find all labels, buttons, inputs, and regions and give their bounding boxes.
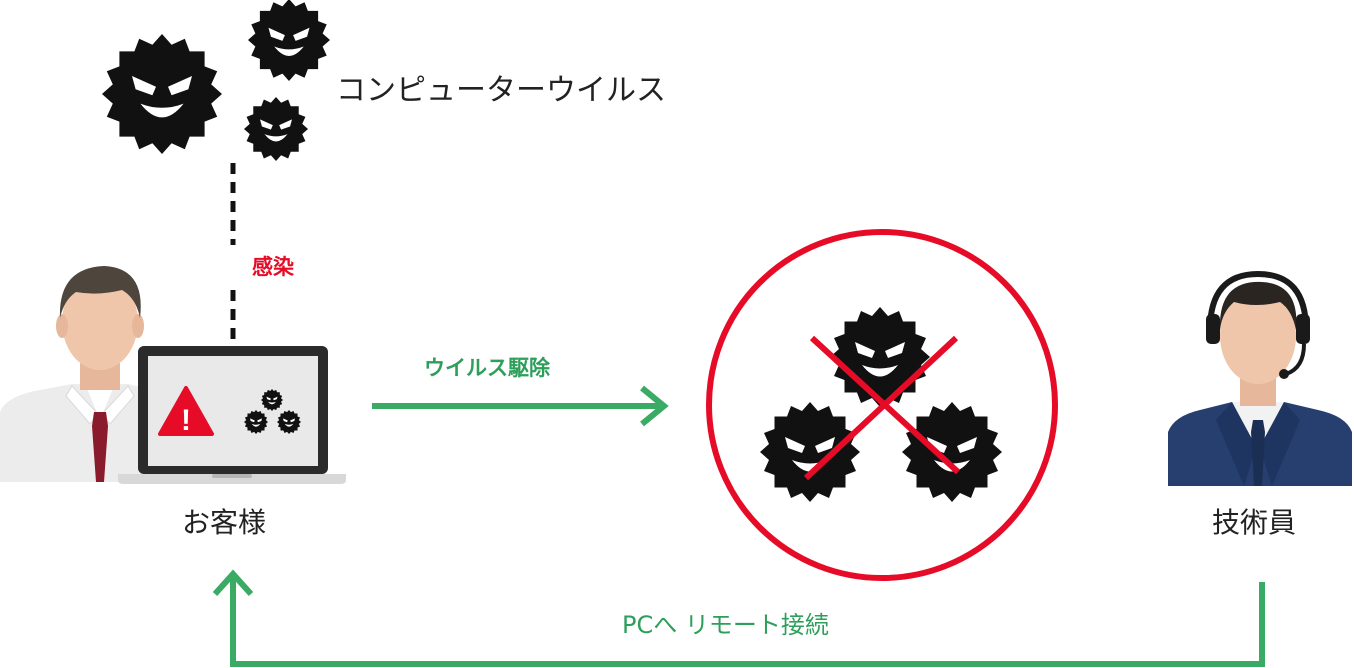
warning-triangle-icon: ! [158,386,214,437]
virus-removal-arrow [372,385,669,427]
laptop-icon [118,346,346,484]
remote-connection-label: PCへ リモート接続 [622,611,829,639]
virus-icon [248,0,330,81]
virus-icon [244,410,268,434]
technician-label: 技術員 [1212,506,1297,539]
virus-icon [902,402,1002,502]
remote-connection-arrow [212,569,1265,667]
virus-icon [261,389,283,411]
virus-icon [244,97,308,161]
infection-label: 感染 [252,255,294,279]
computer-virus-label: コンピューターウイルス [336,73,666,108]
customer-label: お客様 [182,506,267,539]
warning-mark: ! [181,404,191,437]
virus-icon [277,410,301,434]
removal-circle [706,229,1058,581]
red-cross-icon [803,335,961,481]
virus-icon [830,307,930,407]
virus-icon [102,34,222,154]
virus-removal-label: ウイルス駆除 [424,356,550,380]
customer-person-icon [0,266,160,482]
technician-with-headset-icon [1168,270,1352,486]
virus-icon [760,402,860,502]
